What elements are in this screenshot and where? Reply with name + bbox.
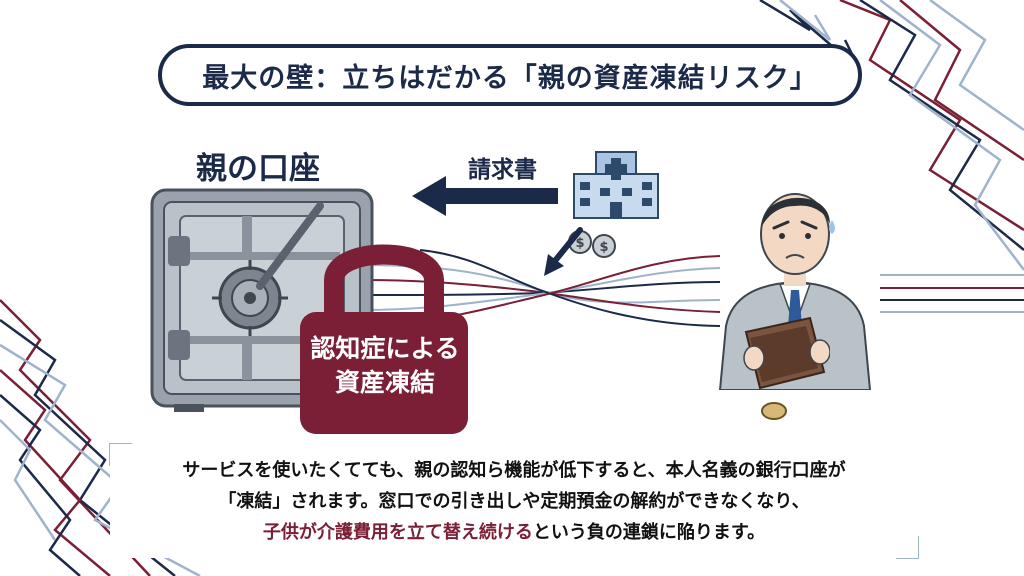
page-title: 最大の壁：立ちはだかる「親の資産凍結リスク」	[202, 62, 818, 94]
falling-coin-icon	[761, 402, 787, 420]
arrow-left-icon	[412, 176, 558, 216]
description-line-2: 「凍結」されます。窓口での引き出しや定期預金の解約ができなくなり、	[218, 490, 810, 512]
description-line-1: サービスを使いたくてても、親の認知ら機能が低下すると、本人名義の銀行口座が	[182, 459, 846, 481]
description-highlight: 子供が介護費用を立て替え続ける	[262, 521, 533, 543]
empty-wallet-icon	[743, 316, 830, 390]
lock-label-line1: 認知症による	[310, 334, 460, 363]
lock-label: 認知症による 資産凍結	[300, 332, 470, 400]
title-banner: 最大の壁：立ちはだかる「親の資産凍結リスク」	[158, 44, 862, 106]
arrow-down-left-icon	[544, 227, 583, 276]
description-line-3: 子供が介護費用を立て替え続けるという負の連鎖に陥ります。	[263, 517, 765, 548]
account-label: 親の口座	[196, 151, 320, 187]
description-panel: サービスを使いたくてても、親の認知ら機能が低下すると、本人名義の銀行口座が 「凍…	[110, 444, 918, 558]
hospital-icon	[573, 151, 659, 219]
padlock-icon	[300, 244, 468, 434]
invoice-label: 請求書	[468, 157, 537, 183]
svg-text:$: $	[575, 236, 584, 251]
description-line-3-rest: という負の連鎖に陥ります。	[532, 521, 766, 543]
svg-text:$: $	[599, 240, 608, 255]
lock-label-line2: 資産凍結	[334, 368, 435, 397]
